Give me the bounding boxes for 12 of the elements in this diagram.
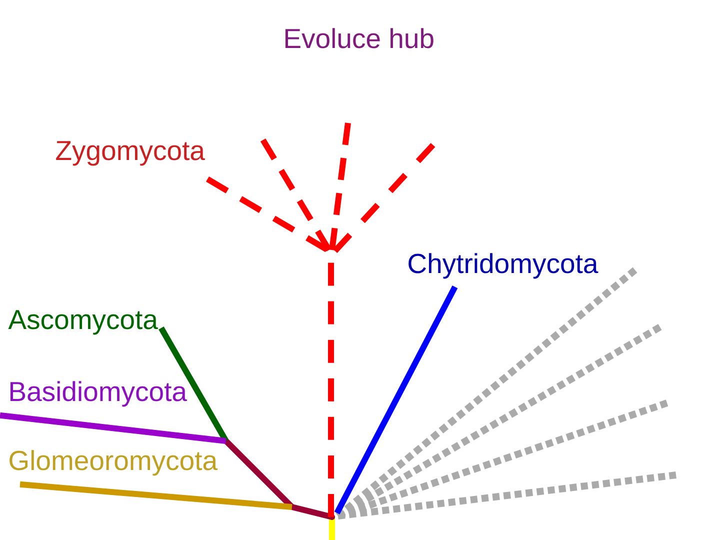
title: Evoluce hub [285, 28, 434, 48]
tree-branch [158, 326, 229, 442]
taxon-label: Ascomycota [8, 310, 158, 335]
taxon-label: Chytridomycota [408, 253, 598, 279]
tree-branch [206, 176, 334, 517]
tree-branch [20, 481, 292, 510]
taxon-label: Basidiomycota [10, 381, 187, 407]
tree-branch [223, 438, 295, 510]
tree-branch [0, 412, 226, 444]
taxon-label: Glomeoromycota [10, 450, 218, 476]
taxon-label: Zygomycota [56, 141, 205, 166]
tree-branch [334, 286, 458, 514]
